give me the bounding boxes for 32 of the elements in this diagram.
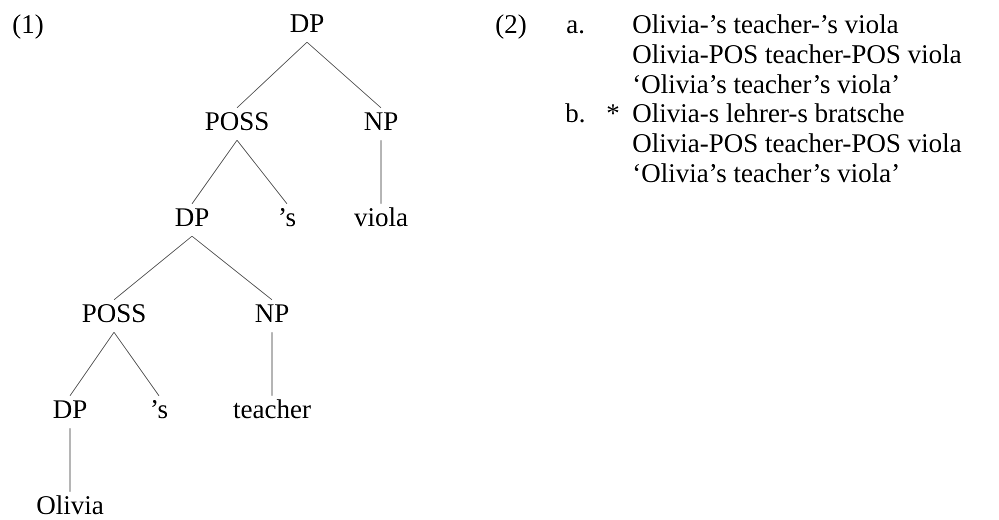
tree-branch bbox=[70, 332, 114, 396]
tree-label: Olivia bbox=[37, 495, 104, 514]
tree-branch bbox=[114, 332, 160, 396]
tree-branch bbox=[306, 42, 382, 108]
example-sentence: Olivia-s lehrer-s bratsche bbox=[633, 103, 904, 122]
example-number: (1) bbox=[13, 14, 42, 39]
tree-label: POSS bbox=[82, 304, 145, 322]
tree-branch bbox=[380, 140, 382, 204]
tree-branch bbox=[192, 236, 272, 300]
example-sentence: Olivia-’s teacher-’s viola bbox=[633, 14, 898, 34]
gloss-line: Olivia-POS teacher-POS viola bbox=[633, 44, 962, 64]
tree-label: viola bbox=[354, 207, 408, 226]
tree-label: DP bbox=[290, 14, 324, 32]
item-letter: a. bbox=[567, 20, 584, 34]
translation-line: ‘Olivia’s teacher’s viola’ bbox=[634, 74, 898, 94]
tree-branch bbox=[114, 236, 192, 300]
tree-label: POSS bbox=[206, 112, 268, 130]
tree-label: DP bbox=[54, 400, 86, 418]
tree-label: teacher bbox=[233, 399, 311, 418]
example-number: (2) bbox=[496, 14, 526, 39]
tree-label: NP bbox=[364, 112, 398, 130]
tree-label: ’s bbox=[152, 400, 168, 418]
translation-line: ‘Olivia’s teacher’s viola’ bbox=[634, 163, 898, 182]
tree-label: DP bbox=[176, 208, 208, 226]
tree-branch bbox=[236, 42, 308, 108]
tree-branch bbox=[236, 140, 288, 204]
ungrammatical-mark: * bbox=[608, 104, 618, 114]
tree-label: NP bbox=[256, 304, 288, 322]
tree-branch bbox=[192, 140, 238, 204]
tree-label: ’s bbox=[280, 208, 296, 226]
item-letter: b. bbox=[565, 103, 584, 122]
gloss-line: Olivia-POS teacher-POS viola bbox=[633, 133, 962, 152]
